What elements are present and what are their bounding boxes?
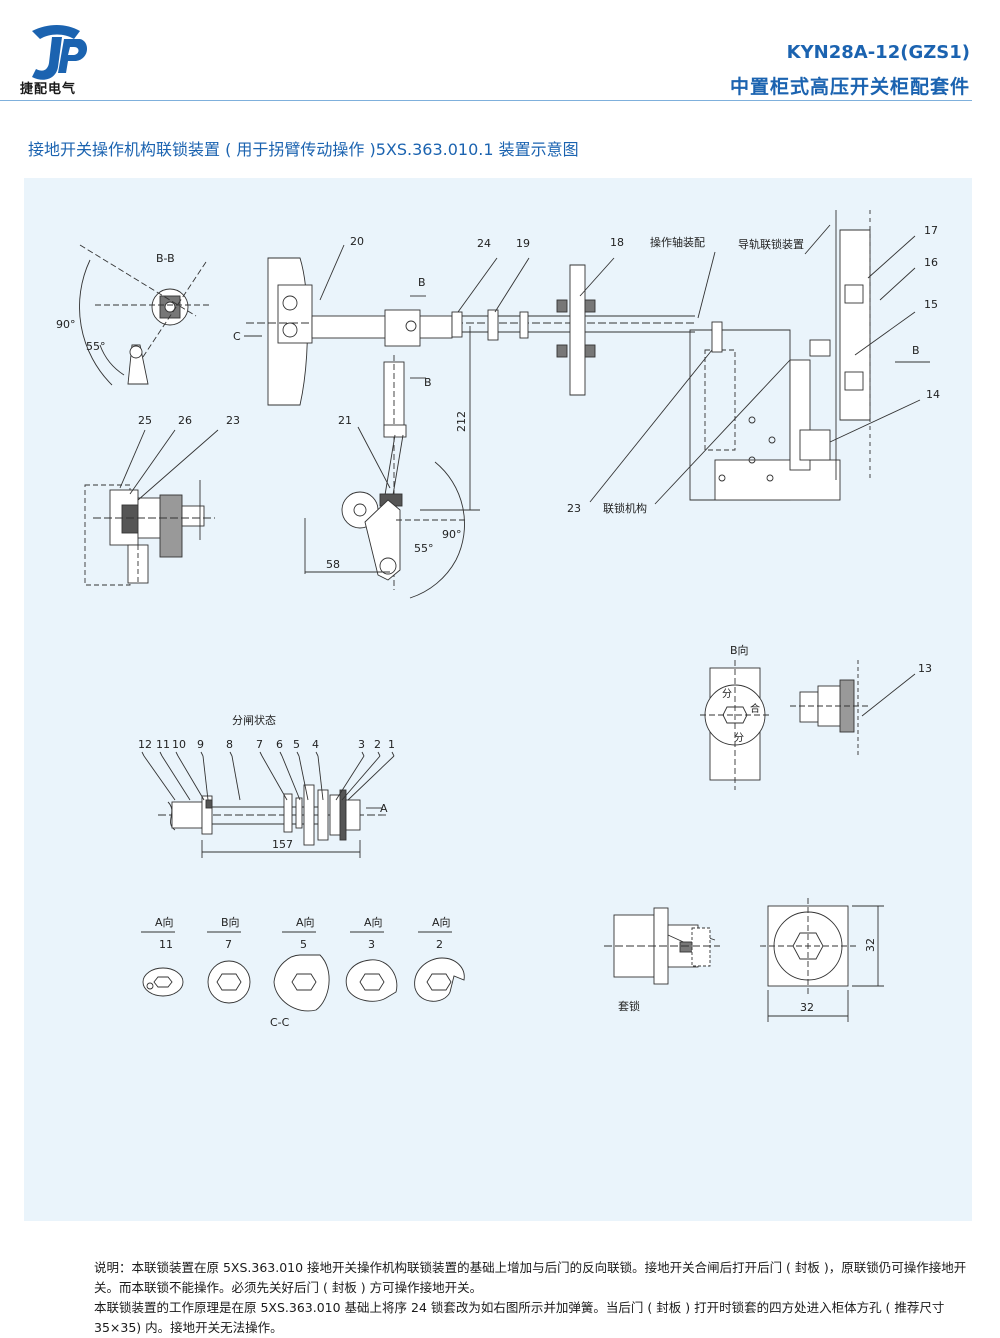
callout-25: 26 [178,414,192,427]
label-interlock-mech: 联锁机构 [603,501,647,515]
callout-24: 24 [477,237,491,250]
company-logo [32,25,88,80]
product-model: KYN28A-12(GZS1) [786,42,970,63]
angle-90-bb: 90° [56,318,76,331]
shaft-callout-8: 8 [226,738,233,751]
section-dir-0: A向 [155,915,174,929]
label-shaft-assembly: 操作轴装配 [650,235,705,249]
product-name: 中置柜式高压开关柜配套件 [729,76,970,98]
callout-14: 14 [926,388,940,401]
mark-fen-bottom: 分 [734,732,744,744]
label-b-upper: B [418,276,426,289]
shaft-callout-12: 12 [138,738,152,751]
section-num-3: 3 [368,938,375,951]
callout-19: 19 [516,237,530,250]
label-sleeve-lock: 套锁 [618,999,640,1013]
shaft-callout-4: 4 [312,738,319,751]
logo-text: 捷配电气 [20,82,77,97]
explanation-notes: 说明：本联锁装置在原 5XS.363.010 接地开关操作机构联锁装置的基础上增… [94,1258,974,1338]
section-dir-1: B向 [221,915,240,929]
callout-22: 25 [138,414,152,427]
drawing-panel: B-B 90° 55° 25 26 23 C [24,178,972,1335]
angle-55-bb: 55° [86,340,106,353]
dim-32-horizontal: 32 [800,1001,814,1014]
dim-157: 157 [272,838,293,851]
shaft-callout-2: 2 [374,738,381,751]
view-bb-label: B-B [156,252,175,265]
label-b-lower: B [424,376,432,389]
note-paragraph-1: 说明：本联锁装置在原 5XS.363.010 接地开关操作机构联锁装置的基础上增… [94,1260,967,1295]
section-dir-3: A向 [364,915,383,929]
shaft-callout-10: 10 [172,738,186,751]
header-divider [0,100,972,101]
view-c-label: C [233,330,241,343]
callout-16: 16 [924,256,938,269]
label-a-shaft: A [380,802,388,815]
shaft-callout-3: 3 [358,738,365,751]
state-open-label: 分闸状态 [232,713,276,727]
label-rail-interlock: 导轨联锁装置 [738,237,804,251]
mark-fen-top: 分 [722,688,732,700]
label-b-right: B [912,344,920,357]
page-header: 捷配电气 KYN28A-12(GZS1) 中置柜式高压开关柜配套件 [0,0,1000,104]
note-paragraph-2: 本联锁装置的工作原理是在原 5XS.363.010 基础上将序 24 锁套改为如… [94,1300,945,1335]
section-cc-label: C-C [270,1016,290,1029]
shaft-callout-7: 7 [256,738,263,751]
callout-17: 17 [924,224,938,237]
section-num-2: 2 [436,938,443,951]
callout-26: 23 [226,414,240,427]
dim-58: 58 [326,558,340,571]
interlock-assembly-drawing: B-B 90° 55° 25 26 23 C [56,210,940,1029]
callout-21: 21 [338,414,352,427]
section-title: 接地开关操作机构联锁装置 ( 用于拐臂传动操作 )5XS.363.010.1 装… [28,140,579,159]
callout-20: 20 [350,235,364,248]
shaft-callout-1: 1 [388,738,395,751]
section-num-7: 7 [225,938,232,951]
view-b-dir-label: B向 [730,643,749,657]
shaft-callout-9: 9 [197,738,204,751]
angle-55-main: 55° [414,542,434,555]
callout-23: 23 [567,502,581,515]
shaft-callout-6: 6 [276,738,283,751]
shaft-callout-11: 11 [156,738,170,751]
section-num-5: 5 [300,938,307,951]
callout-15: 15 [924,298,938,311]
mark-he: 合 [750,702,760,715]
shaft-callout-5: 5 [293,738,300,751]
angle-90-main: 90° [442,528,462,541]
callout-18: 18 [610,236,624,249]
dim-32-vertical: 32 [864,938,877,952]
section-dir-4: A向 [432,915,451,929]
section-dir-2: A向 [296,915,315,929]
callout-13: 13 [918,662,932,675]
dim-212: 212 [455,411,468,432]
section-num-11: 11 [159,938,173,951]
